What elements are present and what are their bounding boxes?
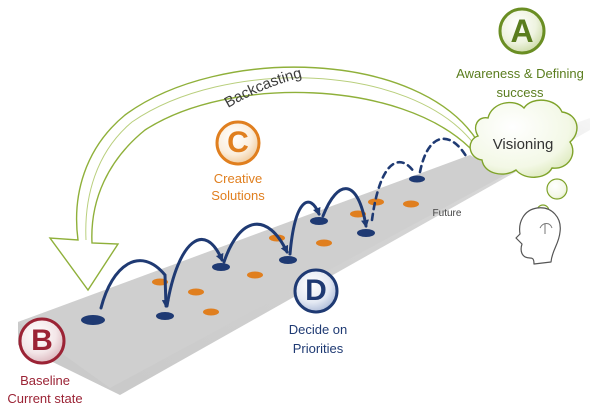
backcasting-arrow-inner: [85, 77, 475, 241]
step-a-text-line1: Awareness & Defining: [456, 66, 584, 81]
navy-dot: [81, 315, 105, 325]
hop-arrow: [222, 222, 289, 264]
step-a-text-line2: success: [496, 85, 544, 100]
hop-arrows: [99, 187, 369, 310]
timeline-road-main: [18, 155, 505, 388]
step-b-text-line1: Baseline: [20, 373, 70, 388]
step-d-badge: [293, 268, 339, 314]
step-a-text: Awareness & Defining success: [440, 64, 599, 102]
step-d-text: Decide on Priorities: [268, 320, 368, 358]
navy-dot: [310, 217, 328, 225]
backcasting-arrow: [48, 66, 479, 292]
thought-cloud-icon: [469, 99, 578, 218]
navy-dots: [81, 175, 425, 325]
step-b-badge: [18, 317, 66, 365]
step-d-letter: D: [305, 274, 327, 307]
visioning-label: Visioning: [492, 136, 554, 153]
step-c-badge: [215, 120, 261, 166]
dashed-hop-arrow: [370, 161, 416, 222]
orange-dot: [368, 198, 384, 206]
step-d-text-line2: Priorities: [292, 341, 344, 356]
hop-arrow: [288, 200, 321, 256]
step-b-letter: B: [31, 324, 53, 357]
step-b-text: Baseline Current state: [0, 372, 90, 408]
step-c-text-line1: Creative: [213, 171, 263, 186]
dashed-hop-arrow: [418, 137, 468, 174]
orange-dot: [316, 239, 332, 247]
hop-arrow: [165, 237, 224, 308]
step-c-letter: C: [227, 126, 249, 159]
orange-dot: [247, 271, 263, 279]
navy-dot: [279, 256, 297, 264]
navy-dot: [212, 263, 230, 271]
hop-arrow: [321, 187, 369, 228]
navy-dot: [409, 175, 425, 183]
step-c-text-line2: Solutions: [211, 188, 265, 203]
future-label: Future: [432, 208, 462, 219]
step-a-letter: A: [510, 13, 534, 49]
orange-dot: [203, 308, 219, 316]
orange-dot: [188, 288, 204, 296]
step-b-text-line2: Current state: [7, 391, 83, 406]
step-c-text: Creative Solutions: [190, 170, 286, 204]
navy-dot: [156, 312, 174, 320]
human-head-icon: [515, 207, 561, 265]
step-a-badge: [498, 7, 546, 55]
future-dashed-arrows: [370, 137, 468, 222]
hop-arrow: [99, 259, 170, 310]
navy-dot: [357, 229, 375, 237]
step-d-text-line1: Decide on: [288, 322, 348, 337]
orange-dot: [403, 200, 419, 208]
